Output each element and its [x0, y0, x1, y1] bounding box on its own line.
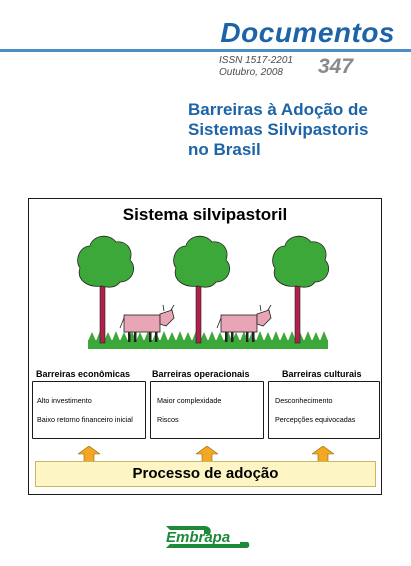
column-label-cultural: Barreiras culturais — [282, 369, 362, 379]
column-label-economic: Barreiras econômicas — [36, 369, 131, 379]
column-label-operational: Barreiras operacionais — [152, 369, 250, 379]
series-title: Documentos — [220, 17, 395, 48]
publication-date: Outubro, 2008 — [219, 67, 283, 78]
process-label: Processo de adoção — [132, 465, 279, 482]
process-bar — [35, 461, 376, 487]
up-arrow-icon — [78, 446, 100, 462]
tree-icon — [173, 235, 230, 344]
figure-title: Sistema silvipastoril — [122, 205, 288, 224]
cow-icon — [216, 304, 272, 342]
issn-text: ISSN 1517-2201 — [219, 55, 293, 66]
tree-icon — [77, 235, 134, 344]
barrier-item: Alto investimento — [37, 396, 92, 405]
document-number: 347 — [318, 55, 354, 78]
silvopastoral-scene — [77, 235, 329, 349]
cow-icon — [119, 304, 175, 342]
barrier-item: Percepções equivocadas — [275, 415, 356, 424]
grass-strip — [88, 331, 328, 349]
tree-icon — [272, 235, 329, 344]
barrier-item: Maior complexidade — [157, 396, 222, 405]
logo-wordmark: Embrapa — [166, 529, 230, 546]
up-arrow-icon — [312, 446, 334, 462]
embrapa-logo: Embrapa — [166, 526, 250, 548]
barrier-item: Riscos — [157, 415, 179, 424]
barrier-item: Desconhecimento — [275, 396, 333, 405]
barrier-box-operational — [150, 381, 264, 439]
barrier-box-cultural — [268, 381, 380, 439]
header-rule — [0, 49, 411, 52]
barrier-item: Baixo retorno financeiro inicial — [37, 415, 133, 424]
barrier-box-economic — [32, 381, 146, 439]
document-title: Barreiras à Adoção de Sistemas Silvipast… — [188, 100, 369, 159]
up-arrow-icon — [196, 446, 218, 462]
